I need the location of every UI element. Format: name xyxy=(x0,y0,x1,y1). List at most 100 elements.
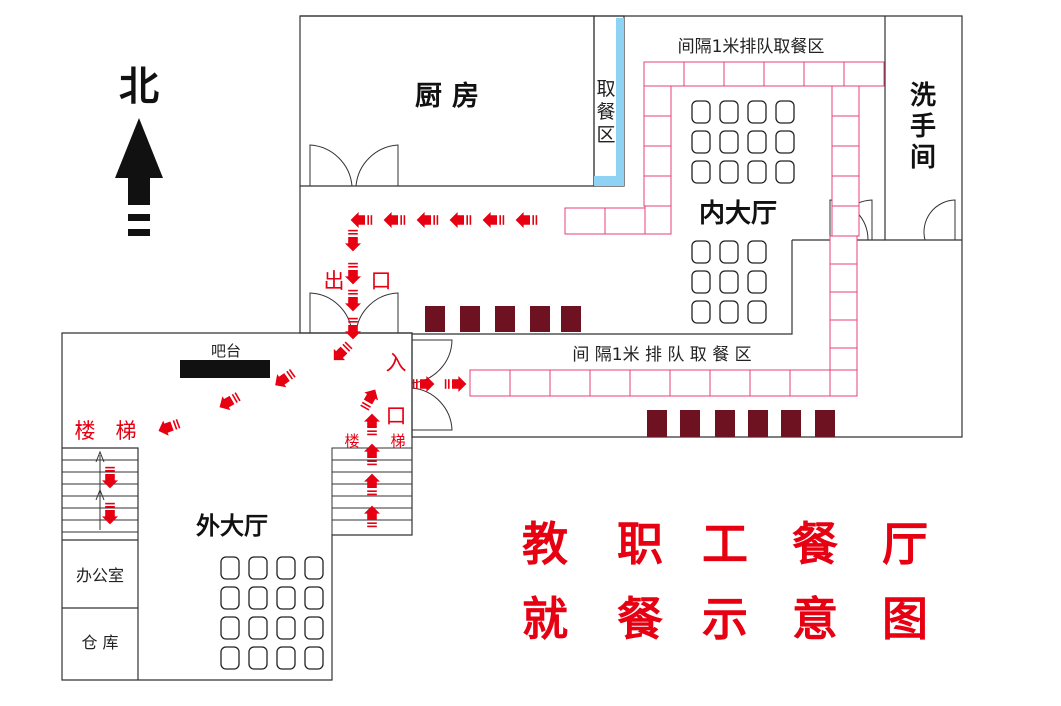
storage-label: 仓 库 xyxy=(81,633,118,652)
red-chevron-arrow-icon xyxy=(328,339,355,366)
queue-cell xyxy=(831,205,860,237)
title-line1-char5: 厅 xyxy=(882,517,928,571)
queue-cell xyxy=(604,207,646,235)
red-chevron-arrow-icon xyxy=(412,376,435,392)
title-line2-char1: 就 xyxy=(522,592,568,646)
title-line1-char3: 工 xyxy=(702,517,748,571)
inner-partition xyxy=(412,239,885,335)
red-chevron-arrow-icon xyxy=(102,502,118,525)
left-staircase xyxy=(62,450,138,533)
queue-cell xyxy=(549,369,591,397)
queue-cell xyxy=(589,369,631,397)
table-block xyxy=(715,410,735,437)
seat xyxy=(276,556,296,580)
exit-label-1: 出 xyxy=(324,269,345,293)
seat xyxy=(775,130,795,154)
seat xyxy=(775,160,795,184)
queue-cell xyxy=(829,263,858,293)
red-chevron-arrow-icon xyxy=(155,416,182,439)
red-chevron-arrow-icon xyxy=(444,376,467,392)
diagram-title: 教 职 工 餐 厅 就 餐 示 意 图 xyxy=(522,517,928,646)
queue-cell xyxy=(831,85,860,117)
table-block xyxy=(425,306,445,332)
queue-cell xyxy=(803,61,845,87)
seat xyxy=(747,270,767,294)
title-line2-char2: 餐 xyxy=(617,592,664,646)
seat xyxy=(747,240,767,264)
seat xyxy=(747,100,767,124)
seat xyxy=(719,300,739,324)
seat xyxy=(691,270,711,294)
entrance-label-1: 入 xyxy=(386,351,407,375)
queue-cell xyxy=(789,369,831,397)
queue-cell xyxy=(643,61,685,87)
washroom-door xyxy=(923,199,956,241)
seat xyxy=(691,240,711,264)
seat xyxy=(747,160,767,184)
entrance-door xyxy=(411,339,453,431)
kitchen-door xyxy=(309,144,399,187)
seat xyxy=(220,646,240,670)
seat xyxy=(719,160,739,184)
queue-cell xyxy=(683,61,725,87)
red-chevron-arrow-icon xyxy=(364,413,380,436)
table-block xyxy=(815,410,835,437)
queue-cell xyxy=(709,369,751,397)
north-label: 北 xyxy=(119,64,159,110)
seat xyxy=(276,616,296,640)
queue-cell xyxy=(843,61,885,87)
queue-cell xyxy=(829,235,858,265)
queue-cell xyxy=(831,115,860,147)
kitchen-label: 厨房 xyxy=(415,81,489,112)
red-chevron-arrow-icon xyxy=(102,466,118,489)
red-chevron-arrow-icon xyxy=(345,262,361,285)
title-line1-char1: 教 xyxy=(522,517,568,571)
table-block xyxy=(781,410,801,437)
red-chevron-arrow-icon xyxy=(383,212,406,228)
pickup-area-label-2: 餐 xyxy=(596,101,615,123)
seat xyxy=(747,130,767,154)
outer-hall-outline xyxy=(61,332,413,681)
table-block xyxy=(460,306,480,332)
office-label: 办公室 xyxy=(76,566,124,585)
seat xyxy=(220,616,240,640)
table-block xyxy=(748,410,768,437)
washroom-label-2: 手 xyxy=(910,112,936,142)
outer-hall-label: 外大厅 xyxy=(196,512,268,540)
table-block xyxy=(530,306,550,332)
queue-cell xyxy=(749,369,791,397)
north-arrow-icon xyxy=(115,118,163,236)
seat xyxy=(691,300,711,324)
entrance-label-2: 口 xyxy=(386,404,407,428)
seat xyxy=(276,646,296,670)
seat xyxy=(304,586,324,610)
queue-top-label: 间隔1米排队取餐区 xyxy=(678,37,825,57)
queue-middle-label: 间 隔1米 排 队 取 餐 区 xyxy=(572,345,751,365)
table-block xyxy=(680,410,700,437)
bar-label: 吧台 xyxy=(211,342,241,360)
red-chevron-arrow-icon xyxy=(270,366,298,392)
queue-cell xyxy=(829,291,858,321)
queue-cell xyxy=(829,369,858,397)
inner-hall-label: 内大厅 xyxy=(699,199,777,229)
red-chevron-arrow-icon xyxy=(364,505,380,528)
queue-cell xyxy=(509,369,551,397)
red-chevron-arrow-icon xyxy=(350,212,373,228)
table-block xyxy=(561,306,581,332)
seat xyxy=(719,240,739,264)
seat xyxy=(304,616,324,640)
seat xyxy=(220,586,240,610)
queue-cell xyxy=(829,319,858,349)
red-chevron-arrow-icon xyxy=(364,443,380,466)
pickup-window-base xyxy=(594,176,624,186)
seat xyxy=(248,616,268,640)
queue-cell xyxy=(629,369,671,397)
seat xyxy=(719,270,739,294)
seat xyxy=(248,556,268,580)
seat xyxy=(719,100,739,124)
seat xyxy=(304,646,324,670)
queue-cell xyxy=(669,369,711,397)
washroom-label-1: 洗 xyxy=(910,81,936,111)
red-chevron-arrow-icon xyxy=(515,212,538,228)
